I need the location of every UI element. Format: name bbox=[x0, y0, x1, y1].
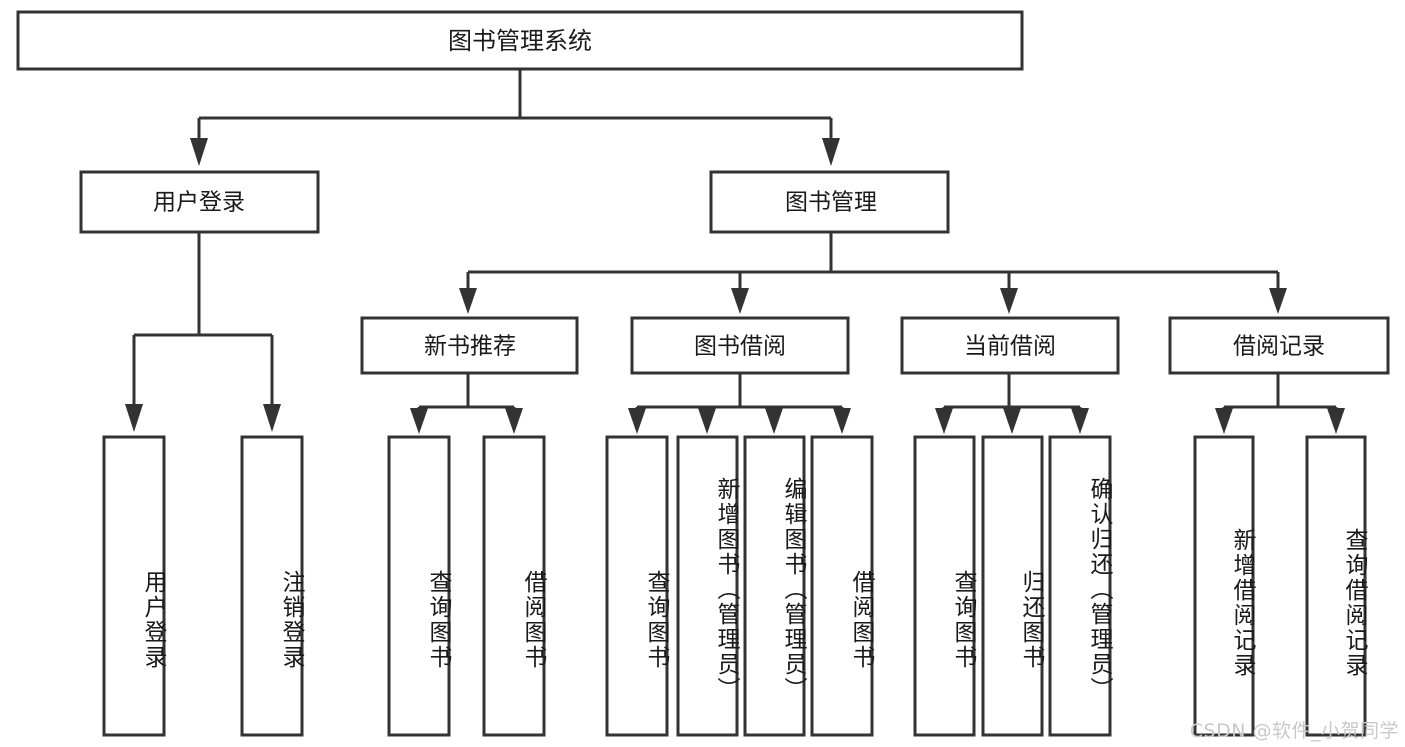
arrow-head-query-book-1 bbox=[410, 408, 428, 434]
arrow-head-current-borrow bbox=[1000, 288, 1018, 314]
connector-group-new-book-recommend bbox=[410, 373, 523, 434]
node-root-box[interactable] bbox=[16, 10, 1024, 71]
node-user-login-label: 用户登录 bbox=[153, 190, 245, 216]
node-add-book-admin-box[interactable] bbox=[676, 435, 739, 737]
node-book-borrow-label: 图书借阅 bbox=[694, 334, 786, 360]
node-query-book-1-box[interactable] bbox=[387, 435, 451, 737]
arrow-head-add-borrow-record bbox=[1215, 408, 1233, 434]
arrow-head-return-book bbox=[1003, 408, 1021, 434]
node-book-borrow-box[interactable] bbox=[630, 316, 850, 375]
arrow-head-query-book-2 bbox=[628, 408, 646, 434]
node-new-book-recommend-label: 新书推荐 bbox=[424, 334, 516, 360]
node-book-management-label: 图书管理 bbox=[785, 190, 877, 216]
node-book-borrow[interactable]: 图书借阅 bbox=[630, 316, 850, 375]
node-borrow-record-box[interactable] bbox=[1168, 316, 1390, 375]
connector-group-root bbox=[190, 69, 840, 166]
arrow-head-book-management bbox=[822, 138, 840, 166]
node-current-borrow[interactable]: 当前借阅 bbox=[900, 316, 1120, 375]
arrow-head-new-book-recommend bbox=[459, 288, 477, 314]
connector-group-borrow-record bbox=[1215, 373, 1345, 434]
arrow-head-book-borrow bbox=[731, 288, 749, 314]
node-root-label: 图书管理系统 bbox=[448, 27, 592, 55]
arrow-head-borrow-book-1 bbox=[505, 408, 523, 434]
node-user-logout-leaf-box[interactable] bbox=[240, 435, 304, 737]
node-book-management-box[interactable] bbox=[709, 170, 950, 234]
node-user-login-leaf-box[interactable] bbox=[102, 435, 166, 737]
node-borrow-record-label: 借阅记录 bbox=[1233, 334, 1325, 360]
node-query-borrow-record-box[interactable] bbox=[1305, 435, 1367, 737]
node-current-borrow-label: 当前借阅 bbox=[964, 334, 1056, 360]
node-confirm-return-admin-box[interactable] bbox=[1048, 435, 1112, 737]
arrow-head-user-login bbox=[190, 138, 208, 166]
node-user-login-box[interactable] bbox=[79, 170, 320, 234]
connector-group-current-borrow bbox=[935, 373, 1089, 434]
node-borrow-record[interactable]: 借阅记录 bbox=[1168, 316, 1390, 375]
arrow-head-edit-book-admin bbox=[765, 408, 783, 434]
node-new-book-recommend-box[interactable] bbox=[360, 316, 579, 375]
node-book-management[interactable]: 图书管理 bbox=[709, 170, 950, 234]
arrow-head-borrow-book-2 bbox=[833, 408, 851, 434]
node-current-borrow-box[interactable] bbox=[900, 316, 1120, 375]
node-root[interactable]: 图书管理系统 bbox=[16, 10, 1024, 71]
connector-group-user-login bbox=[125, 232, 281, 432]
node-new-book-recommend[interactable]: 新书推荐 bbox=[360, 316, 579, 375]
arrow-head-user-logout-leaf bbox=[263, 404, 281, 432]
node-query-book-3-box[interactable] bbox=[913, 435, 976, 737]
node-edit-book-admin-box[interactable] bbox=[743, 435, 806, 737]
arrow-head-add-book-admin bbox=[698, 408, 716, 434]
node-query-book-2-box[interactable] bbox=[605, 435, 669, 737]
node-user-login[interactable]: 用户登录 bbox=[79, 170, 320, 234]
arrow-head-query-book-3 bbox=[935, 408, 953, 434]
arrow-head-borrow-record bbox=[1269, 288, 1287, 314]
csdn-watermark: CSDN @软件_小贺同学 bbox=[1189, 720, 1399, 742]
connector-group-book-management bbox=[459, 232, 1287, 314]
node-borrow-book-2-box[interactable] bbox=[810, 435, 874, 737]
node-borrow-book-1-box[interactable] bbox=[482, 435, 546, 737]
node-return-book-box[interactable] bbox=[981, 435, 1044, 737]
connector-group-book-borrow bbox=[628, 373, 851, 434]
arrow-head-user-login-leaf bbox=[125, 404, 143, 432]
node-add-borrow-record-box[interactable] bbox=[1193, 435, 1255, 737]
arrow-head-query-borrow-record bbox=[1327, 408, 1345, 434]
arrow-head-confirm-return-admin bbox=[1071, 408, 1089, 434]
